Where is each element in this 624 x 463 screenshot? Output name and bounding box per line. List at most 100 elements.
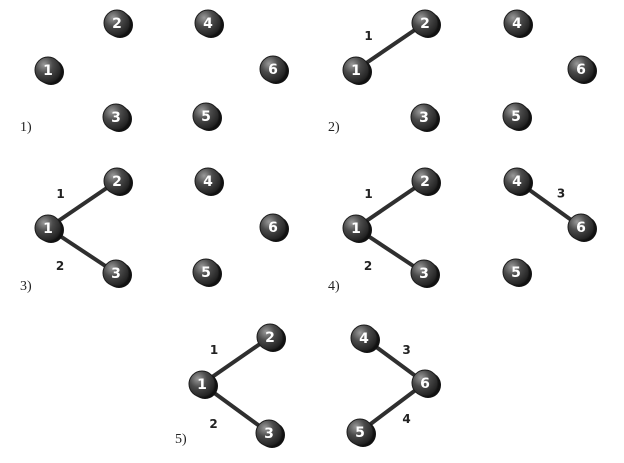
node-1: 1 <box>188 370 218 399</box>
node-circle <box>342 56 370 84</box>
node-circle <box>411 167 439 195</box>
node-3: 3 <box>255 419 285 448</box>
node-label: 1 <box>351 63 361 79</box>
node-2: 2 <box>256 323 286 352</box>
panel-label: 1) <box>20 120 32 135</box>
edge-weight-label: 3 <box>557 187 565 201</box>
node-circle <box>410 259 438 287</box>
panel-label: 5) <box>175 432 187 447</box>
node-circle <box>259 213 287 241</box>
node-circle <box>192 258 220 286</box>
node-circle <box>259 55 287 83</box>
panel-1: 1 2 3 4 5 6 1) <box>20 9 289 135</box>
edge-weight-label: 2 <box>364 259 372 273</box>
node-label: 5 <box>511 265 521 281</box>
panel-3: 1 2 1 2 3 4 5 6 3) <box>20 167 289 294</box>
node-3: 3 <box>102 259 132 288</box>
node-label: 2 <box>420 16 430 32</box>
panel-2: 1 1 2 3 4 5 6 2) <box>328 9 597 135</box>
node-circle <box>503 167 531 195</box>
node-label: 5 <box>511 109 521 125</box>
node-label: 1 <box>43 221 53 237</box>
node-1: 1 <box>342 214 372 243</box>
node-label: 1 <box>43 63 53 79</box>
panel-label: 3) <box>20 279 32 294</box>
node-label: 4 <box>359 331 369 347</box>
edge-weight-label: 2 <box>56 259 64 273</box>
node-5: 5 <box>346 418 376 447</box>
node-1: 1 <box>34 56 64 85</box>
node-2: 2 <box>103 9 133 38</box>
edge-weight-label: 1 <box>56 187 64 201</box>
node-4: 4 <box>503 167 533 196</box>
panel-label: 2) <box>328 120 340 135</box>
node-label: 3 <box>111 266 121 282</box>
node-label: 2 <box>112 174 122 190</box>
node-5: 5 <box>502 258 532 287</box>
node-circle <box>502 102 530 130</box>
node-circle <box>503 9 531 37</box>
node-2: 2 <box>411 9 441 38</box>
node-5: 5 <box>192 102 222 131</box>
node-label: 2 <box>112 16 122 32</box>
node-circle <box>103 167 131 195</box>
node-circle <box>194 167 222 195</box>
node-label: 3 <box>419 266 429 282</box>
node-5: 5 <box>192 258 222 287</box>
node-3: 3 <box>410 103 440 132</box>
edge-weight-label: 4 <box>402 412 410 426</box>
node-circle <box>194 9 222 37</box>
node-label: 2 <box>420 174 430 190</box>
panel-label: 4) <box>328 279 340 294</box>
node-circle <box>34 214 62 242</box>
node-label: 3 <box>111 110 121 126</box>
node-circle <box>103 9 131 37</box>
node-6: 6 <box>259 55 289 84</box>
node-circle <box>346 418 374 446</box>
edge-weight-label: 2 <box>209 417 217 431</box>
node-label: 5 <box>201 109 211 125</box>
node-1: 1 <box>342 56 372 85</box>
node-label: 2 <box>265 330 275 346</box>
node-circle <box>502 258 530 286</box>
node-4: 4 <box>194 9 224 38</box>
node-5: 5 <box>502 102 532 131</box>
node-circle <box>192 102 220 130</box>
node-label: 4 <box>203 16 213 32</box>
node-label: 5 <box>355 425 365 441</box>
panel-4: 1 2 3 1 2 3 4 5 6 4) <box>328 167 597 294</box>
edge-weight-label: 1 <box>364 187 372 201</box>
node-label: 5 <box>201 265 211 281</box>
node-label: 4 <box>512 174 522 190</box>
node-circle <box>102 259 130 287</box>
node-label: 1 <box>351 221 361 237</box>
node-2: 2 <box>411 167 441 196</box>
node-2: 2 <box>103 167 133 196</box>
node-circle <box>567 213 595 241</box>
node-label: 4 <box>512 16 522 32</box>
node-3: 3 <box>410 259 440 288</box>
node-4: 4 <box>503 9 533 38</box>
edge-weight-label: 1 <box>364 29 372 43</box>
node-4: 4 <box>350 324 380 353</box>
node-4: 4 <box>194 167 224 196</box>
node-3: 3 <box>102 103 132 132</box>
node-label: 6 <box>576 62 586 78</box>
edge-weight-label: 3 <box>402 343 410 357</box>
node-label: 6 <box>268 62 278 78</box>
node-circle <box>567 55 595 83</box>
edge-weight-label: 1 <box>210 343 218 357</box>
panel-5: 1 2 3 4 1 2 3 4 5 6 5) <box>175 323 441 448</box>
node-label: 4 <box>203 174 213 190</box>
node-circle <box>34 56 62 84</box>
node-6: 6 <box>259 213 289 242</box>
node-label: 6 <box>420 376 430 392</box>
node-circle <box>342 214 370 242</box>
node-circle <box>411 369 439 397</box>
node-circle <box>350 324 378 352</box>
node-label: 6 <box>576 220 586 236</box>
node-circle <box>256 323 284 351</box>
node-circle <box>102 103 130 131</box>
node-label: 1 <box>197 377 207 393</box>
